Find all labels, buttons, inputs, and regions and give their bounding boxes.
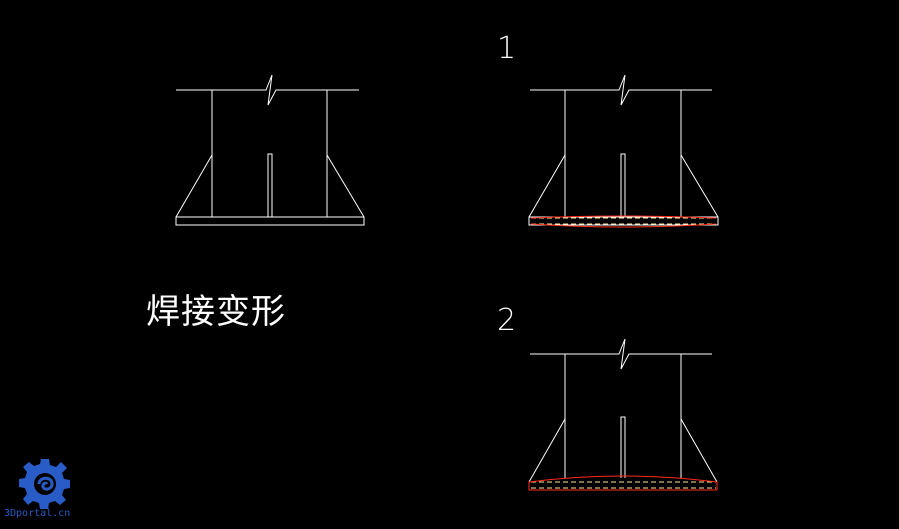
left-gusset (528, 154, 566, 218)
right-gusset (680, 154, 719, 218)
watermark-text: 3Dportal.cn (4, 508, 71, 519)
right-gusset (326, 154, 365, 218)
left-gusset (528, 418, 566, 483)
figure-original (175, 74, 365, 226)
top-flange-with-break-symbol (530, 74, 712, 106)
top-flange-with-break-symbol (530, 338, 712, 370)
step-label-1: 1 (497, 31, 516, 66)
caption-welding-distortion: 焊接变形 (146, 292, 286, 332)
top-flange-with-break-symbol (176, 74, 359, 106)
step-label-2: 2 (497, 303, 516, 338)
left-gusset (175, 154, 213, 218)
center-stiffener (267, 153, 273, 217)
base-plate (528, 216, 719, 226)
base-plate (175, 216, 365, 226)
distorted-plate-outline (530, 215, 717, 228)
center-stiffener (620, 416, 626, 478)
figure-distortion-2 (528, 338, 718, 491)
right-gusset (680, 418, 718, 483)
distorted-plate-outline (528, 475, 718, 491)
figure-distortion-1 (528, 74, 719, 228)
center-stiffener (620, 153, 626, 217)
logo-gear-icon (19, 459, 70, 509)
